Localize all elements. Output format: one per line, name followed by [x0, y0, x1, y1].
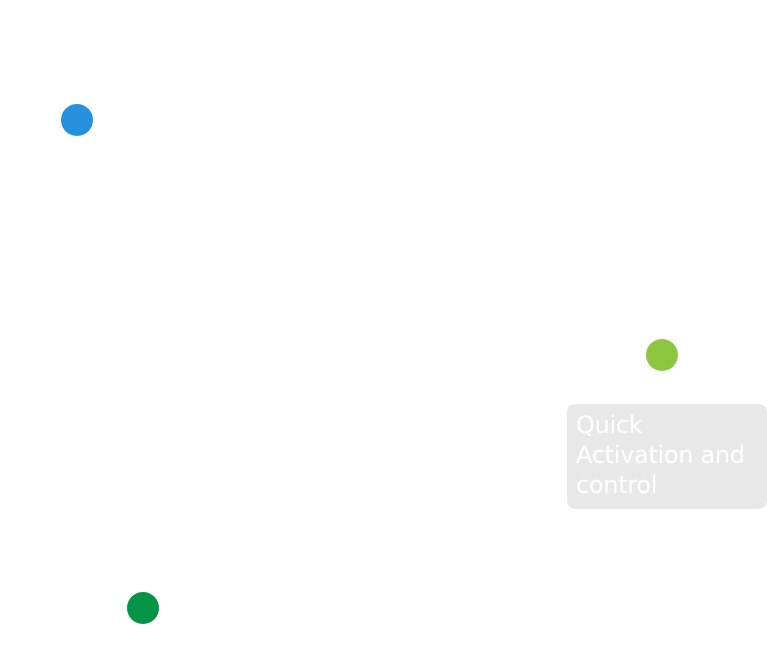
feature-card[interactable]: Quick Activation and control — [567, 404, 767, 509]
blue-dot — [61, 104, 93, 136]
lime-dot — [646, 339, 678, 371]
green-dot — [127, 592, 159, 624]
feature-card-label: Quick Activation and control — [576, 411, 745, 499]
